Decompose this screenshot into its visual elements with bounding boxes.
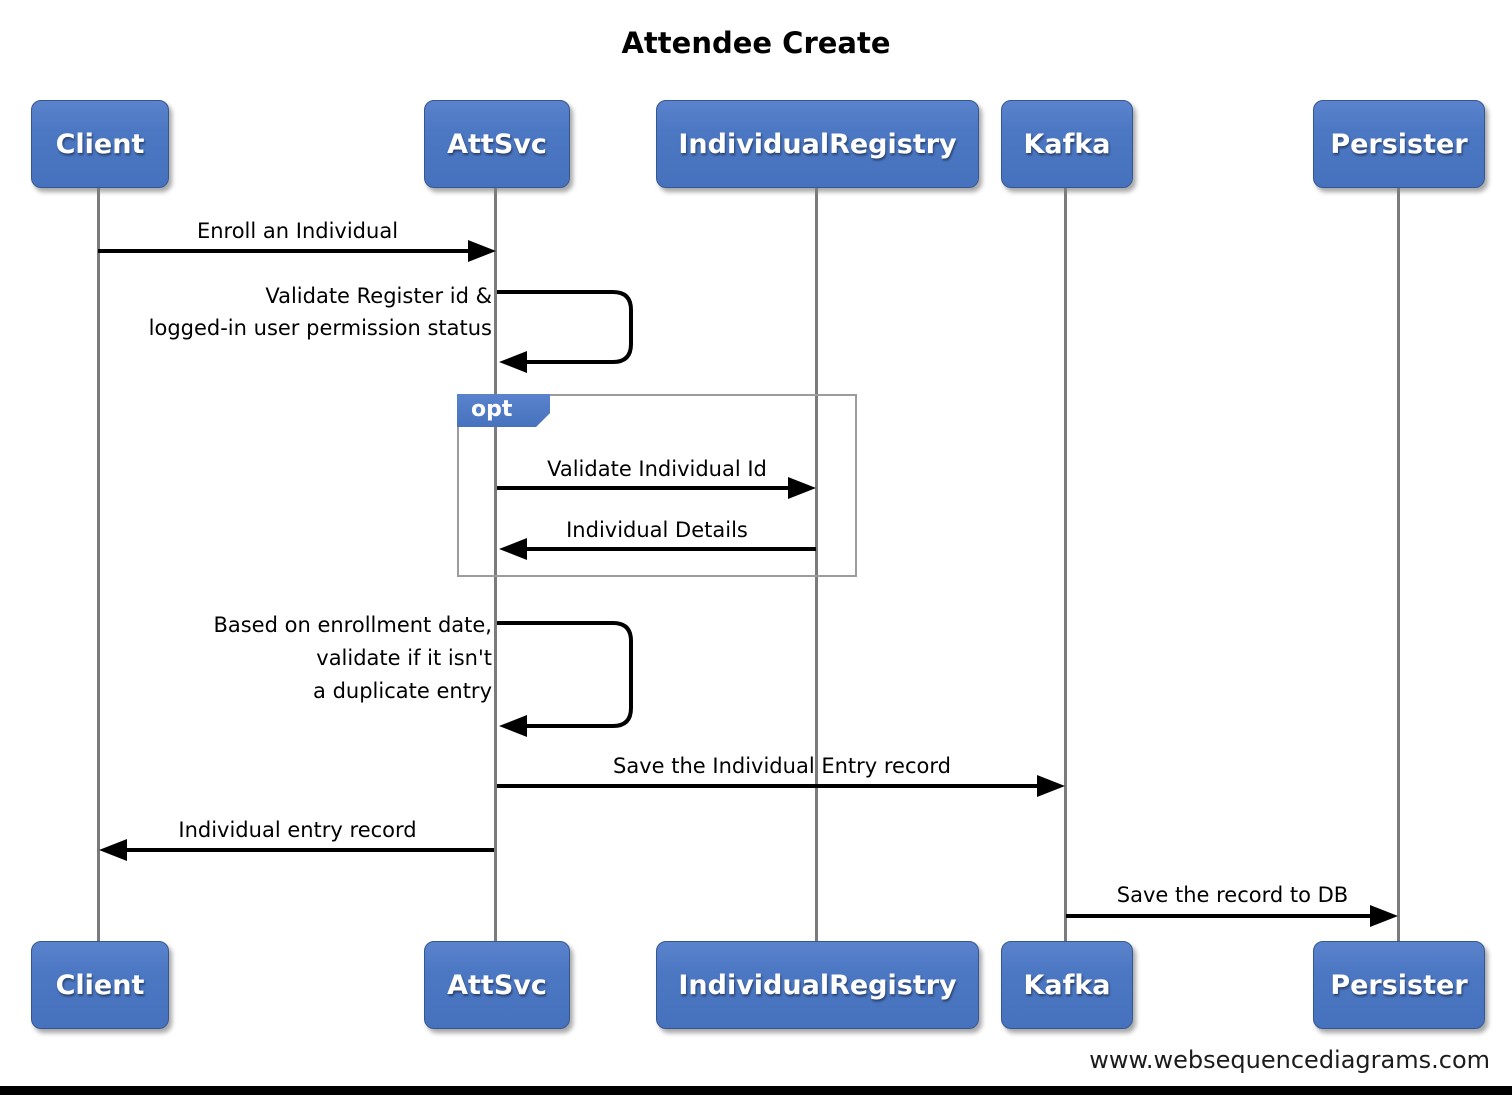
label-duplicate-check: Based on enrollment date, validate if it… — [92, 609, 492, 708]
watermark-text: www.websequencediagrams.com — [1089, 1046, 1490, 1074]
opt-fragment-label: opt — [457, 394, 550, 427]
lifeline-attsvc — [494, 188, 497, 941]
participant-client-bottom: Client — [31, 941, 169, 1029]
label-individual-entry-record: Individual entry record — [178, 818, 417, 842]
arrow-save-individual-entry — [497, 775, 1065, 797]
participant-attsvc-top: AttSvc — [424, 100, 570, 188]
label-validate-register: Validate Register id & logged-in user pe… — [92, 280, 492, 344]
lifeline-client — [97, 188, 100, 941]
label-enroll-an-individual: Enroll an Individual — [196, 219, 399, 243]
participant-kafka-bottom: Kafka — [1001, 941, 1133, 1029]
lifeline-kafka — [1064, 188, 1067, 941]
arrow-self-duplicate-check — [497, 621, 633, 737]
label-validate-register-line1: Validate Register id & — [265, 284, 492, 308]
lifeline-persister — [1397, 188, 1400, 941]
participant-attsvc-bottom: AttSvc — [424, 941, 570, 1029]
participant-persister-bottom: Persister — [1313, 941, 1485, 1029]
label-duplicate-check-line3: a duplicate entry — [313, 679, 492, 703]
label-save-record-to-db: Save the record to DB — [1116, 883, 1349, 907]
participant-individualregistry-bottom: IndividualRegistry — [656, 941, 979, 1029]
label-validate-individual-id: Validate Individual Id — [547, 457, 767, 481]
participant-kafka-top: Kafka — [1001, 100, 1133, 188]
diagram-title: Attendee Create — [621, 26, 891, 60]
arrow-individual-entry-record — [99, 839, 494, 861]
lifeline-individualregistry — [815, 188, 818, 941]
participant-individualregistry-top: IndividualRegistry — [656, 100, 979, 188]
arrow-enroll-an-individual — [98, 240, 496, 262]
opt-fragment-frame — [457, 394, 857, 577]
arrow-save-record-to-db — [1066, 905, 1398, 927]
label-duplicate-check-line2: validate if it isn't — [316, 646, 492, 670]
label-save-individual-entry: Save the Individual Entry record — [613, 754, 951, 778]
arrow-self-validate-register — [497, 290, 633, 373]
participant-client-top: Client — [31, 100, 169, 188]
label-duplicate-check-line1: Based on enrollment date, — [213, 613, 492, 637]
bottom-edge-bar — [0, 1086, 1512, 1095]
label-validate-register-line2: logged-in user permission status — [148, 316, 492, 340]
participant-persister-top: Persister — [1313, 100, 1485, 188]
label-individual-details: Individual Details — [566, 518, 748, 542]
